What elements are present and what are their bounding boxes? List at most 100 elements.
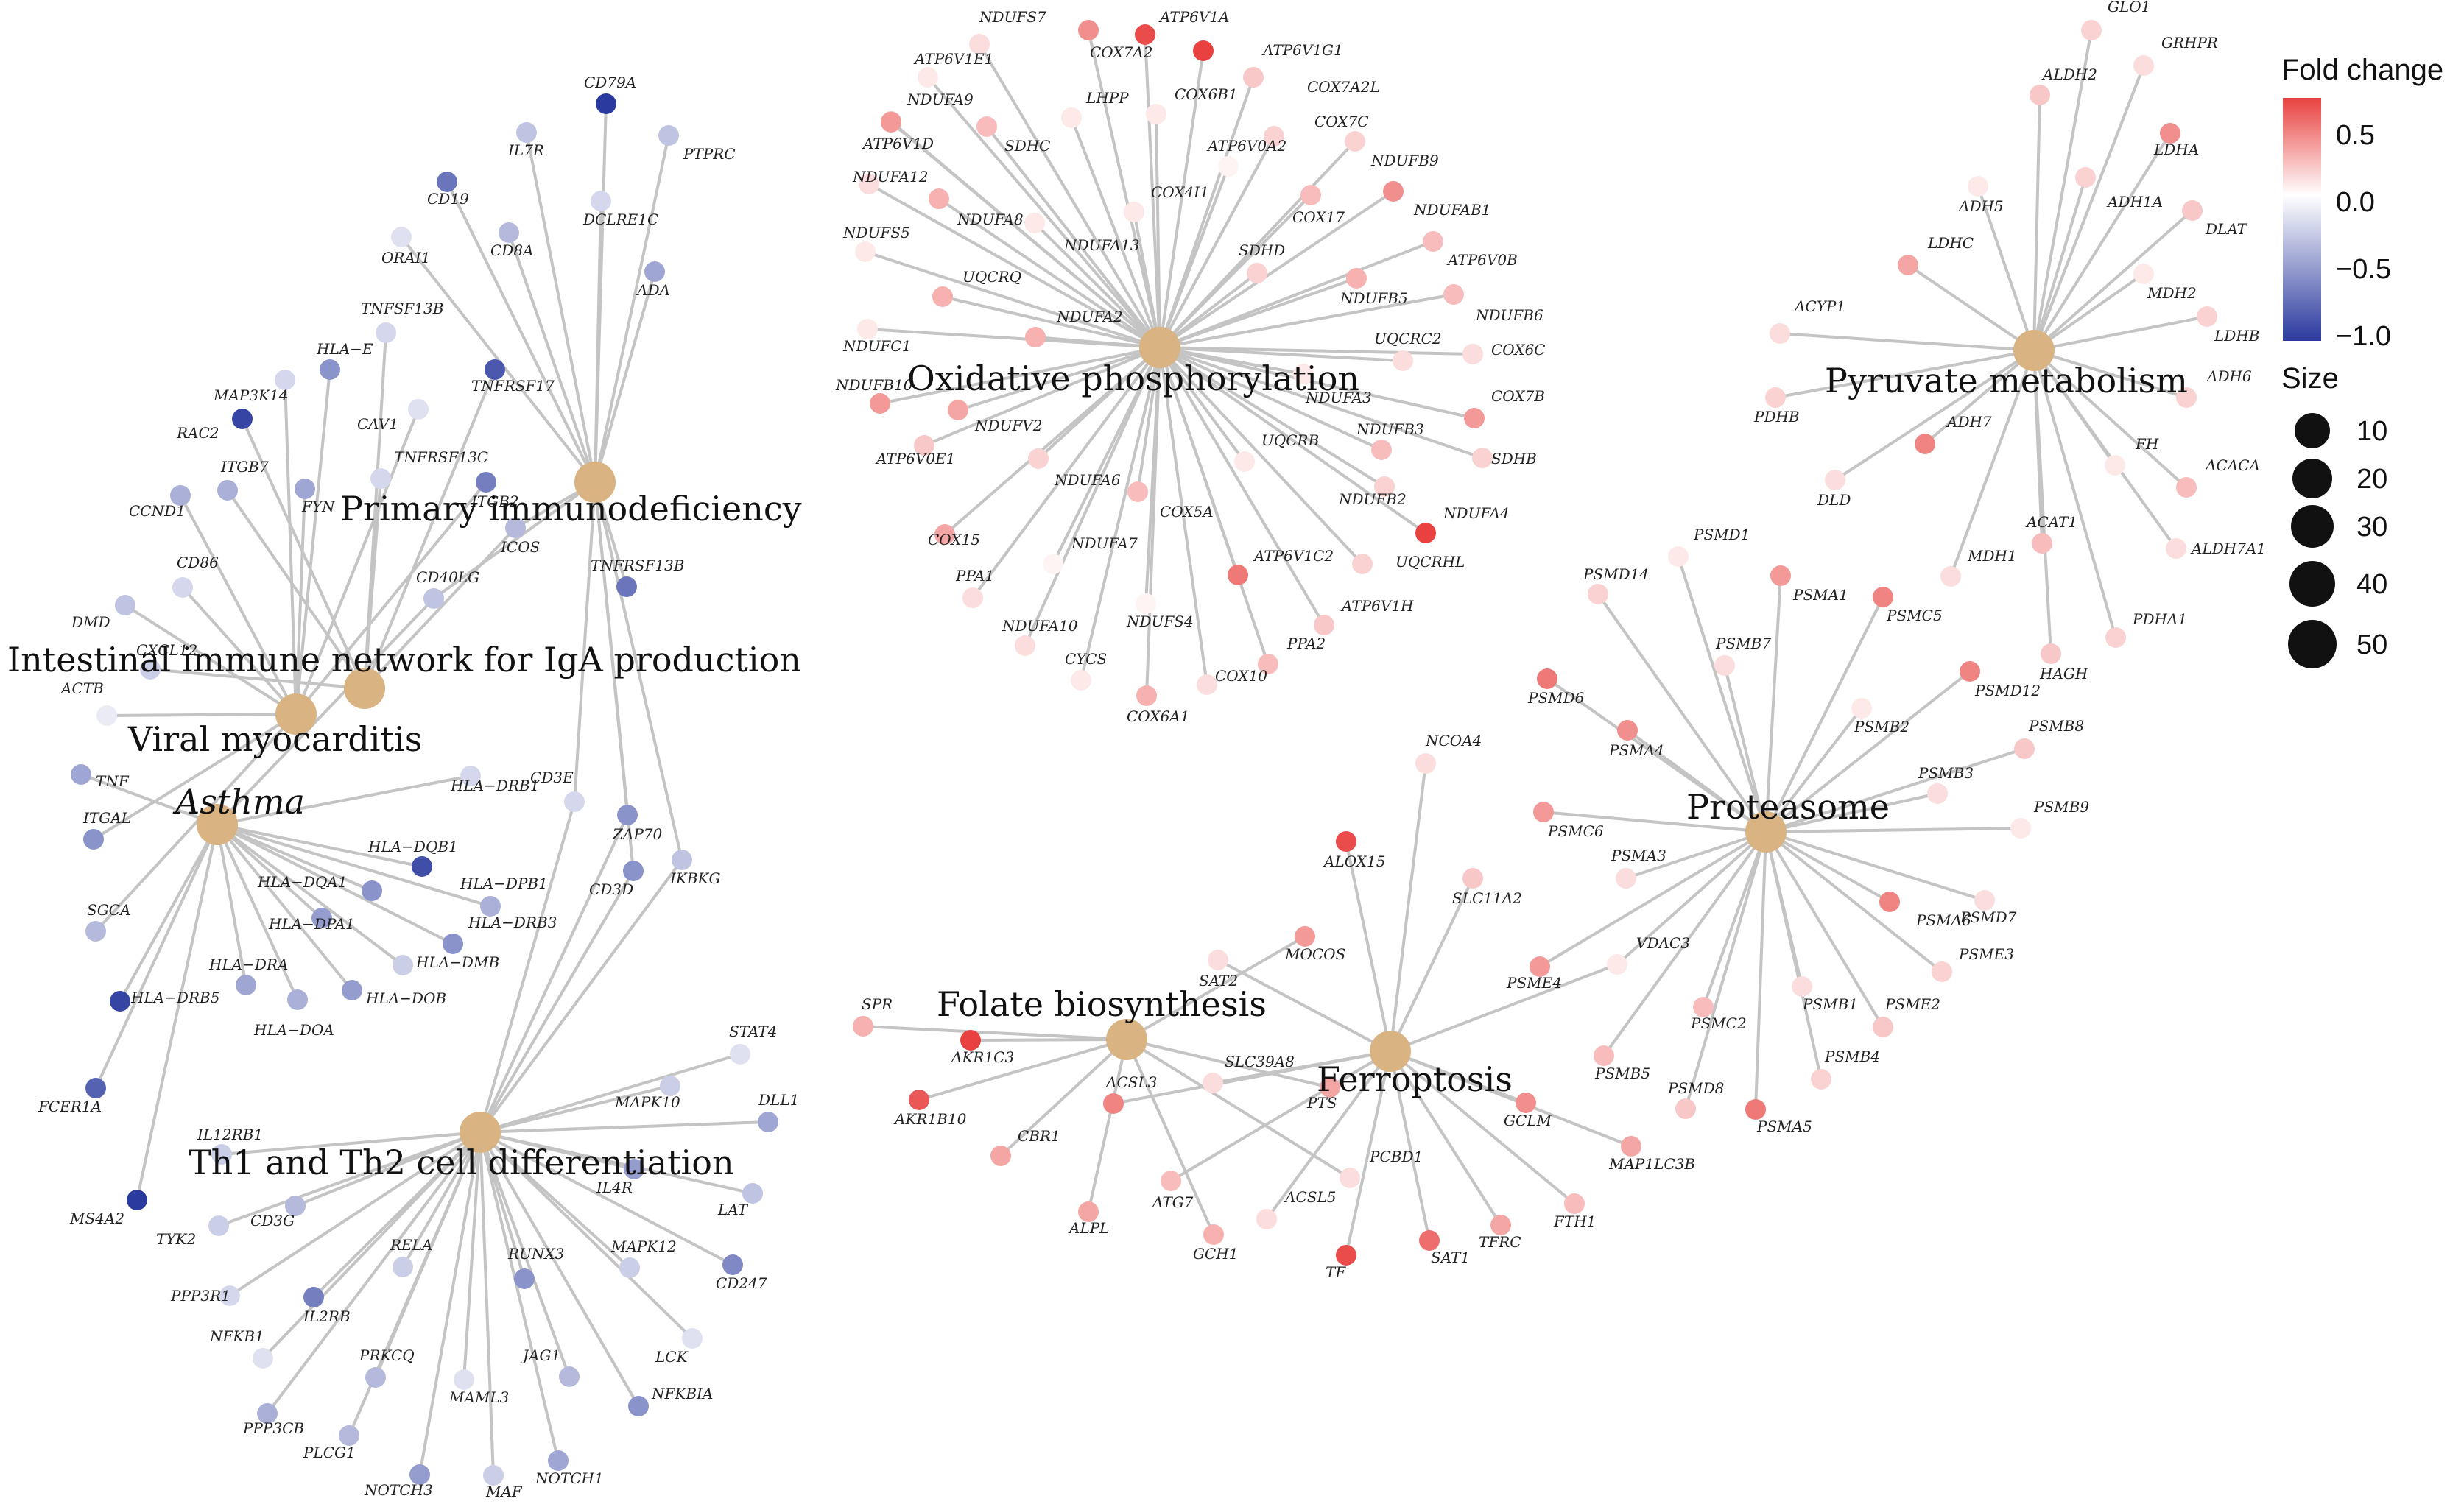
- edge-fcer1a-asthma: [94, 824, 219, 1089]
- gene-label-hla-drb5: HLA−DRB5: [130, 989, 219, 1006]
- edge-psmc2-proteasome: [1702, 831, 1767, 1008]
- edge-il12rb1-th1-and-th2-cell-differentiation: [221, 1131, 481, 1156]
- gene-node-atp6v1h: [1314, 615, 1334, 635]
- gene-label-itgb7: ITGB7: [220, 458, 269, 476]
- gene-node-ldhb: [2197, 306, 2217, 327]
- edge-cox7a2-oxidative-phosphorylation: [1087, 29, 1161, 348]
- gene-label-tfrc: TFRC: [1479, 1233, 1521, 1251]
- gene-label-ms4a2: MS4A2: [69, 1210, 124, 1227]
- edge-rela-th1-and-th2-cell-differentiation: [401, 1132, 482, 1268]
- gene-label-psmb1: PSMB1: [1802, 995, 1858, 1013]
- gene-node-cd3e: [564, 791, 585, 812]
- gene-node-atp6v1c2: [1228, 565, 1248, 585]
- edge-cd3e-primary-immunodeficiency: [573, 481, 596, 802]
- gene-node-gclm: [1516, 1093, 1536, 1113]
- gene-node-tnf: [71, 764, 91, 785]
- gene-node-il2rb: [303, 1287, 324, 1307]
- edge-ndufb5-oxidative-phosphorylation: [1159, 277, 1357, 349]
- gene-node-alpl: [1078, 1201, 1099, 1222]
- pathway-node-primary-immunodeficiency: [574, 462, 616, 503]
- gene-label-alpl: ALPL: [1068, 1219, 1109, 1237]
- gene-label-cox6b1: COX6B1: [1175, 85, 1238, 103]
- gene-node-il7r: [516, 122, 537, 143]
- gene-label-ndufs4: NDUFS4: [1126, 613, 1194, 630]
- gene-node-icos: [505, 518, 526, 538]
- gene-node-ndufc1: [857, 319, 878, 339]
- edge-notch1-th1-and-th2-cell-differentiation: [479, 1132, 560, 1461]
- gene-node-itgb7: [217, 480, 238, 501]
- gene-node-ndufs7: [969, 34, 990, 54]
- gene-label-psma3: PSMA3: [1611, 847, 1666, 864]
- edge-ndufa12-oxidative-phosphorylation: [868, 183, 1161, 349]
- gene-label-gclm: GCLM: [1504, 1112, 1552, 1129]
- gene-node-psmb7: [1714, 655, 1735, 676]
- pathway-node-ferroptosis: [1370, 1031, 1411, 1072]
- gene-node-acaca: [2176, 477, 2197, 498]
- gene-node-maf: [483, 1465, 504, 1486]
- gene-node-glo1: [2081, 20, 2102, 40]
- gene-label-psmb8: PSMB8: [2028, 717, 2084, 735]
- pathway-node-th1-and-th2-cell-differentiation: [460, 1112, 501, 1153]
- edge-sat2-ferroptosis: [1217, 959, 1391, 1053]
- edge-hla-dpa1-asthma: [216, 823, 323, 920]
- gene-node-ndufa13: [1024, 213, 1045, 233]
- gene-node-vdac3: [1607, 954, 1627, 975]
- gene-label-ndufa3: NDUFA3: [1305, 389, 1372, 406]
- gene-label-uqcrhl: UQCRHL: [1395, 553, 1465, 571]
- gene-node-cd3g: [285, 1196, 306, 1216]
- edge-maf-th1-and-th2-cell-differentiation: [479, 1132, 495, 1476]
- gene-node-atp6v1g1: [1193, 40, 1214, 61]
- gene-label-nfkbia: NFKBIA: [651, 1385, 713, 1402]
- size-legend-title: Size: [2281, 362, 2339, 395]
- gene-label-spr: SPR: [862, 995, 893, 1013]
- gene-label-ndufb3: NDUFB3: [1356, 420, 1424, 438]
- edge-mdh2-pyruvate-metabolism: [2032, 272, 2145, 352]
- gene-node-slc39a8: [1203, 1073, 1223, 1093]
- gene-label-acsl5: ACSL5: [1284, 1188, 1336, 1206]
- edge-ndufa2-oxidative-phosphorylation: [1035, 336, 1161, 349]
- edge-psme3-proteasome: [1764, 830, 1943, 973]
- gene-node-hla-drb5: [110, 991, 130, 1012]
- edge-cbr1-folate-biosynthesis: [999, 1038, 1128, 1157]
- gene-node-map1lc3b: [1621, 1136, 1641, 1157]
- pathway-node-pyruvate-metabolism: [2013, 330, 2055, 371]
- gene-label-atp6v1e1: ATP6V1E1: [913, 50, 993, 68]
- gene-node-akr1b10: [909, 1090, 929, 1110]
- edge-lhpp-oxidative-phosphorylation: [1070, 117, 1161, 348]
- edge-dll1-th1-and-th2-cell-differentiation: [479, 1120, 769, 1134]
- edge-cox15-oxidative-phosphorylation: [943, 346, 1161, 536]
- gene-node-sdhb: [1472, 448, 1493, 468]
- gene-node-fth1: [1564, 1193, 1585, 1214]
- edge-atp6v0b-oxidative-phosphorylation: [1159, 240, 1434, 349]
- gene-label-ndufa10: NDUFA10: [1002, 617, 1078, 635]
- edge-cox6b1-oxidative-phosphorylation: [1155, 113, 1161, 348]
- gene-node-notch1: [548, 1450, 569, 1471]
- gene-label-il7r: IL7R: [507, 141, 544, 159]
- gene-node-uqcrq: [932, 286, 953, 307]
- edge-psmb3-proteasome: [1765, 792, 1938, 833]
- edge-psma3-proteasome: [1625, 830, 1767, 880]
- gene-node-psmd8: [1675, 1098, 1696, 1119]
- gene-node-cbr1: [990, 1146, 1011, 1166]
- gene-label-pcbd1: PCBD1: [1369, 1148, 1423, 1165]
- gene-node-alox15: [1336, 831, 1356, 852]
- gene-label-acaca: ACACA: [2204, 456, 2260, 474]
- edge-mdh1-pyruvate-metabolism: [1949, 350, 2035, 577]
- edge-ndufab1-oxidative-phosphorylation: [1158, 190, 1395, 349]
- gene-label-lat: LAT: [717, 1201, 749, 1218]
- edge-pdhb-pyruvate-metabolism: [1775, 349, 2035, 399]
- edge-uqcrb-oxidative-phosphorylation: [1158, 346, 1246, 463]
- gene-label-adh6: ADH6: [2206, 367, 2252, 385]
- gene-node-ada: [644, 261, 665, 282]
- edge-cd247-th1-and-th2-cell-differentiation: [479, 1131, 733, 1266]
- gene-label-ndufb6: NDUFB6: [1475, 306, 1543, 324]
- gene-node-psmd7: [1974, 890, 1995, 911]
- edge-ndufv2-oxidative-phosphorylation: [957, 346, 1161, 412]
- gene-label-psmc5: PSMC5: [1886, 607, 1943, 624]
- gene-label-aldh2: ALDH2: [2041, 66, 2097, 83]
- gene-label-lhpp: LHPP: [1085, 89, 1129, 107]
- gene-label-sdhc: SDHC: [1004, 137, 1050, 155]
- gene-node-cd79a: [596, 93, 616, 114]
- pathway-label-oxidative-phosphorylation: Oxidative phosphorylation: [907, 359, 1359, 398]
- edge-map1lc3b-ferroptosis: [1390, 1050, 1632, 1148]
